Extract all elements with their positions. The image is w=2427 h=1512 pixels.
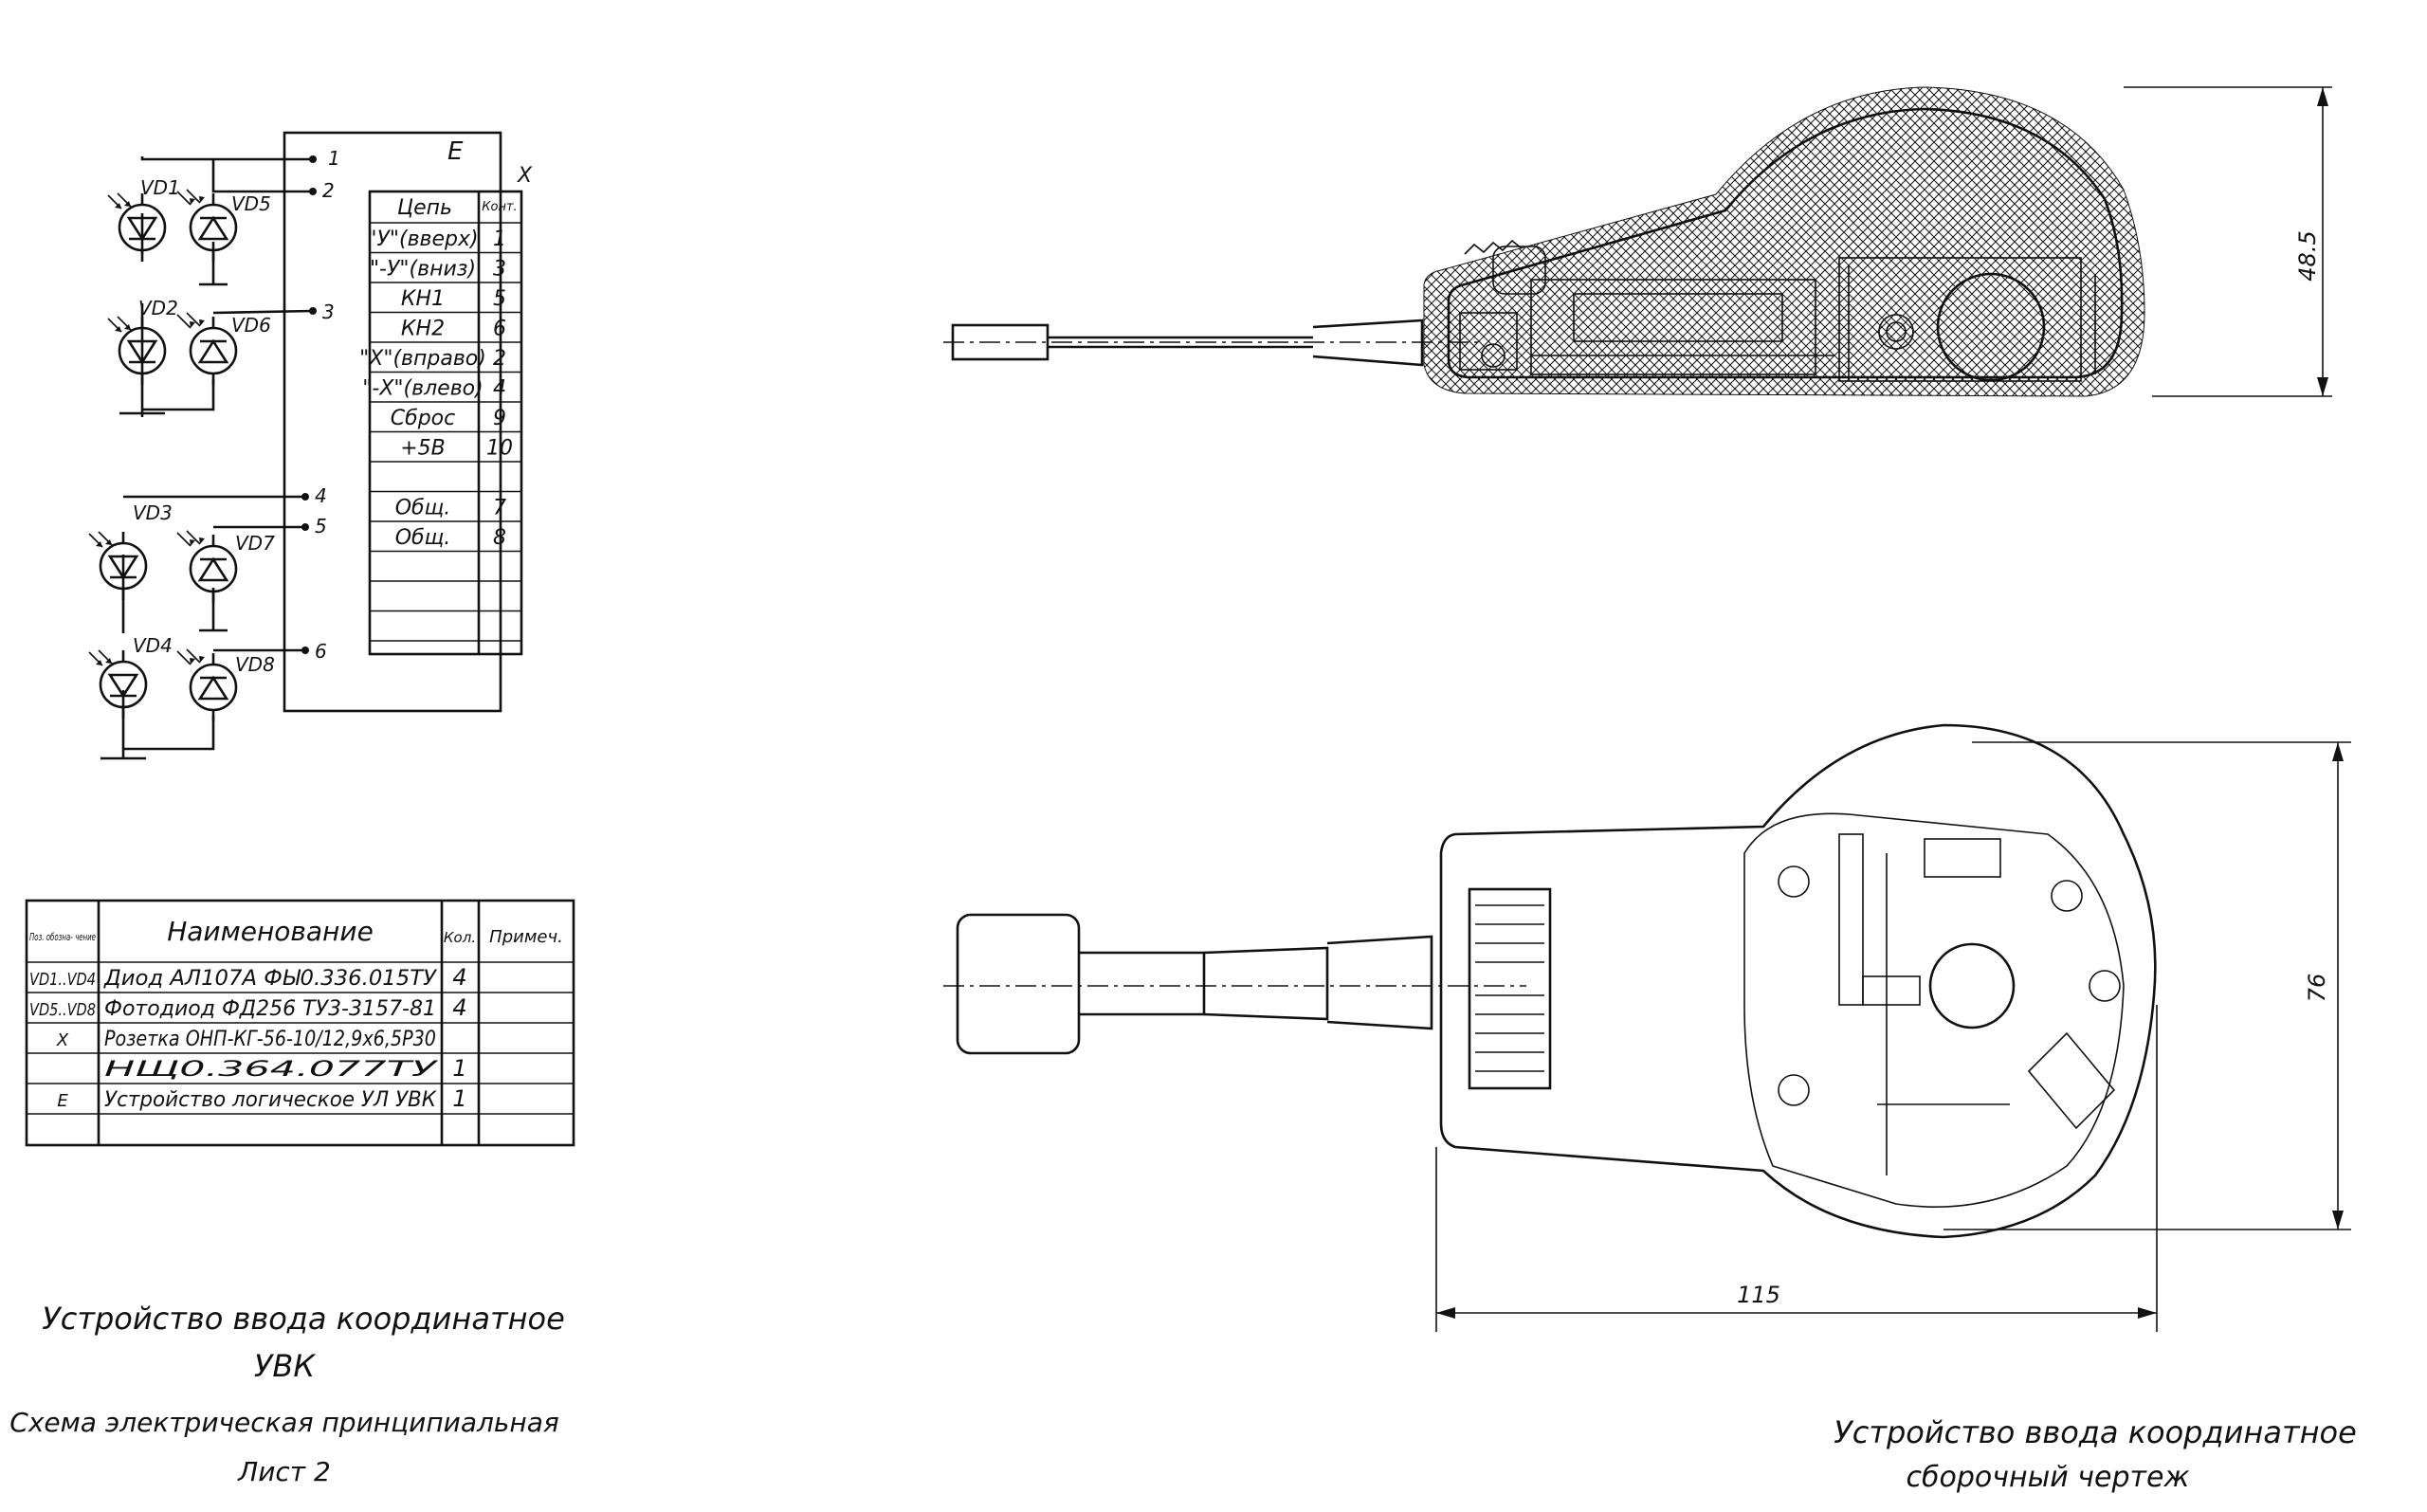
- led-vd2: VD2: [106, 297, 178, 387]
- dimension-height: 48.5: [2294, 230, 2321, 281]
- parts-pos-cell: Е: [57, 1091, 68, 1111]
- parts-name-cell: НЩ0.364.077ТУ: [104, 1058, 439, 1082]
- table-circuit-cell: "У"(вверх): [367, 228, 478, 251]
- parts-pos-cell: VD1..VD4: [29, 970, 96, 990]
- right-caption-title: Устройство ввода координатное: [1834, 1414, 2357, 1450]
- table-circuit-cell: "Х"(вправо): [359, 347, 486, 371]
- right-caption-subtitle: сборочный чертеж: [1907, 1461, 2190, 1494]
- pin-label: 1: [328, 147, 340, 170]
- parts-header-qty: Кол.: [444, 929, 476, 946]
- pin-1: 1: [309, 147, 340, 170]
- table-circuit-cell: КН1: [401, 287, 445, 311]
- table-circuit-cell: +5В: [400, 437, 446, 461]
- led-vd4: VD4: [87, 634, 173, 720]
- left-caption-sheet: Лист 2: [237, 1456, 331, 1487]
- pin-2: 2: [309, 179, 335, 202]
- led-label: VD4: [133, 634, 173, 657]
- led-label: VD1: [140, 176, 180, 199]
- table-circuit-cell: Сброс: [391, 407, 455, 430]
- table-circuit-cell: Общ.: [395, 497, 451, 520]
- pin-5: 5: [301, 515, 327, 537]
- dimension-width: 76: [2304, 974, 2330, 1003]
- photodiode-vd7: VD7: [175, 529, 275, 605]
- parts-pos-cell: Х: [56, 1030, 69, 1050]
- table-contact-cell: 9: [493, 407, 506, 430]
- table-circuit-cell: "-Х"(влево): [362, 377, 483, 401]
- parts-name-cell: Фотодиод ФД256 ТУ3-3157-81: [104, 997, 436, 1021]
- table-contact-cell: 6: [493, 318, 506, 341]
- pin-label: 6: [315, 640, 327, 663]
- parts-qty-cell: 1: [452, 1085, 466, 1112]
- dimension-length: 115: [1737, 1282, 1780, 1308]
- parts-qty-cell: 1: [452, 1055, 466, 1082]
- pin-4: 4: [301, 484, 327, 507]
- pin-3: 3: [309, 301, 335, 323]
- led-label: VD3: [133, 501, 173, 524]
- photodiode-vd8: VD8: [175, 647, 275, 723]
- pin-label: 2: [322, 179, 335, 202]
- table-circuit-cell: КН2: [401, 318, 445, 341]
- connector-label-x: X: [517, 164, 533, 188]
- led-vd3: VD3: [87, 501, 173, 602]
- photodiode-label: VD6: [231, 314, 271, 337]
- pin-6: 6: [301, 640, 327, 663]
- left-caption-title: Устройство ввода координатное: [42, 1301, 565, 1337]
- photodiode-vd6: VD6: [175, 311, 271, 387]
- parts-header-name: Наименование: [167, 916, 374, 947]
- table-contact-cell: 7: [493, 497, 506, 520]
- parts-name-cell: Розетка ОНП-КГ-56-10/12,9х6,5Р30: [104, 1028, 436, 1051]
- parts-header-pos: Поз. обозна- чение: [29, 931, 96, 943]
- logic-block-e: [283, 131, 502, 713]
- parts-name-cell: Диод АЛ107А ФЫ0.336.015ТУ: [103, 967, 438, 991]
- table-circuit-cell: "-У"(вниз): [370, 258, 476, 282]
- table-contact-cell: 10: [486, 437, 513, 461]
- table-contact-cell: 5: [493, 287, 506, 311]
- pin-label: 4: [315, 484, 327, 507]
- table-contact-cell: 1: [493, 228, 506, 251]
- table-contact-cell: 3: [493, 258, 506, 282]
- parts-qty-cell: 4: [452, 964, 466, 991]
- led-vd1: VD1: [106, 176, 180, 264]
- parts-header-note: Примеч.: [489, 927, 563, 947]
- pin-label: 3: [322, 301, 335, 323]
- left-caption-code: УВК: [254, 1348, 316, 1384]
- table-header-contact: Конт.: [482, 200, 517, 214]
- table-contact-cell: 4: [493, 377, 506, 401]
- led-label: VD2: [138, 297, 178, 319]
- vent-grille: [1475, 904, 1544, 1072]
- photodiode-label: VD8: [235, 653, 275, 676]
- photodiode-label: VD7: [235, 532, 275, 555]
- assembly-side-view: 48.5: [943, 86, 2332, 397]
- table-contact-cell: 2: [493, 347, 506, 371]
- left-caption-subtitle: Схема электрическая принципиальная: [9, 1407, 558, 1438]
- parts-qty-cell: 4: [452, 994, 466, 1021]
- assembly-top-view: 76 115: [943, 723, 2351, 1332]
- parts-name-cell: Устройство логическое УЛ УВК: [104, 1088, 437, 1112]
- block-label-e: E: [447, 137, 464, 166]
- table-header-circuit: Цепь: [397, 196, 452, 220]
- photodiode-vd5: VD5: [175, 188, 271, 264]
- parts-pos-cell: VD5..VD8: [29, 1000, 96, 1020]
- table-circuit-cell: Общ.: [395, 526, 451, 550]
- pin-label: 5: [315, 515, 327, 537]
- table-contact-cell: 8: [493, 526, 506, 550]
- photodiode-label: VD5: [231, 192, 271, 215]
